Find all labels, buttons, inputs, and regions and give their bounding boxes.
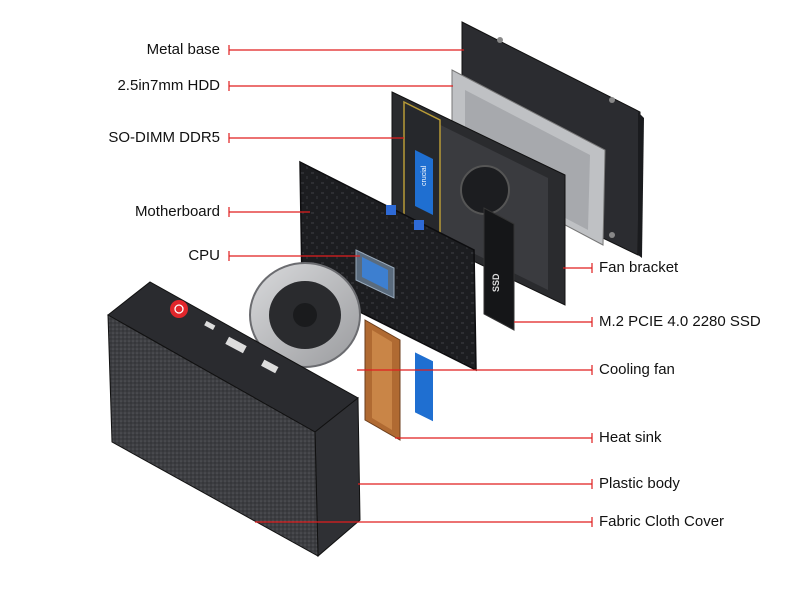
- label-sodimm: SO-DIMM DDR5: [108, 129, 220, 146]
- right-leader-lines: [255, 263, 593, 527]
- fabric-cover-surface: [107, 314, 319, 557]
- heat-sink-part: [364, 319, 401, 441]
- label-ssd: M.2 PCIE 4.0 2280 SSD: [599, 313, 761, 330]
- label-hdd: 2.5in7mm HDD: [117, 77, 220, 94]
- cooling-fan-part: [249, 262, 361, 368]
- left-leader-lines: [228, 45, 464, 261]
- label-fan-bracket: Fan bracket: [599, 259, 679, 276]
- motherboard-part: [299, 160, 477, 372]
- ssd-label-text: SSD: [491, 273, 501, 292]
- label-heat-sink: Heat sink: [599, 429, 662, 446]
- label-cooling-fan: Cooling fan: [599, 361, 675, 378]
- ram-brand-text: crucial: [421, 165, 428, 186]
- label-cpu: CPU: [188, 247, 220, 264]
- power-button: [170, 300, 188, 318]
- label-plastic-body: Plastic body: [599, 475, 680, 492]
- label-fabric-cover: Fabric Cloth Cover: [599, 513, 725, 530]
- label-metal-base: Metal base: [146, 41, 220, 58]
- label-motherboard: Motherboard: [134, 203, 220, 220]
- ssd-part: SSD: [483, 207, 515, 331]
- plastic-body-part: [107, 281, 361, 558]
